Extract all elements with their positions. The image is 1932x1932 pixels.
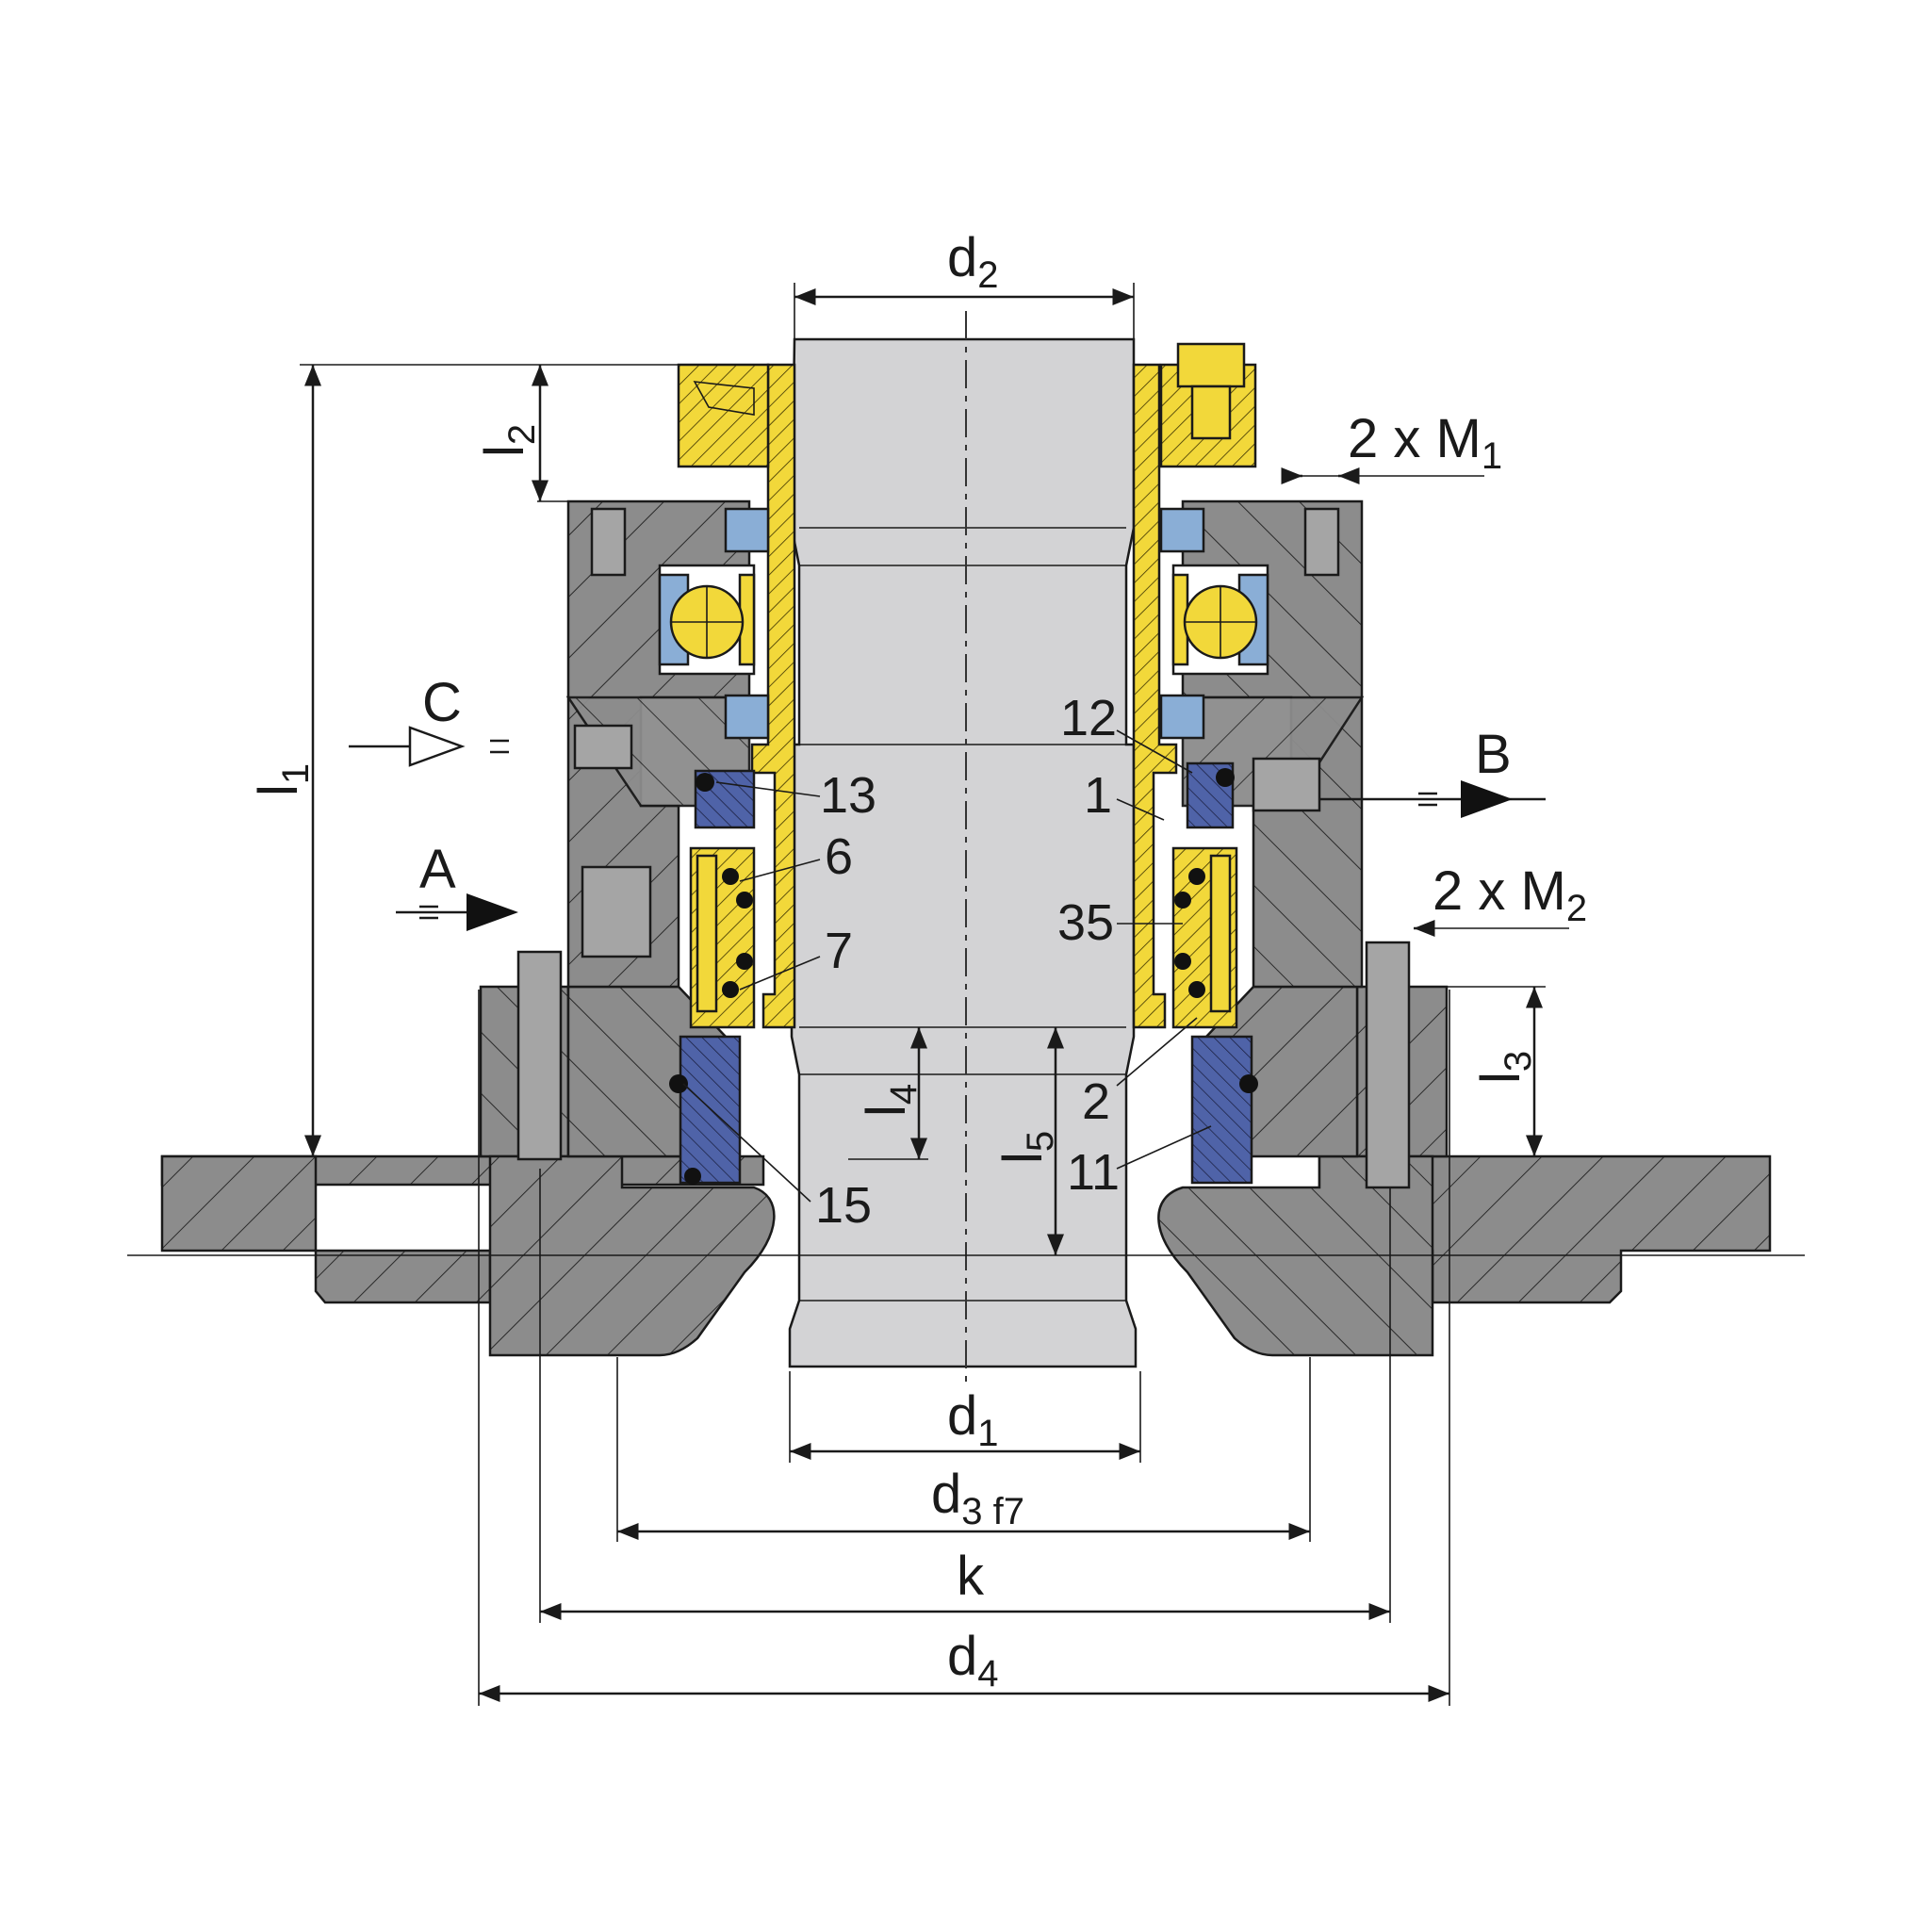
seal-assembly-left	[689, 846, 756, 1029]
part-15: 15	[815, 1177, 872, 1234]
label-m2: 2 x M2	[1433, 860, 1587, 929]
clamp-collar-right	[1159, 342, 1257, 468]
part-2: 2	[1082, 1073, 1110, 1130]
label-d4: d4	[947, 1626, 999, 1695]
stationary-ring-11	[1190, 1035, 1258, 1185]
label-d3: d3 f7	[931, 1464, 1024, 1532]
part-35: 35	[1057, 894, 1114, 951]
dimension-lines	[300, 283, 1569, 1706]
port-c-fitting	[573, 724, 633, 770]
label-port-c: C	[422, 672, 462, 733]
label-d2: d2	[947, 227, 999, 296]
label-m1: 2 x M1	[1348, 408, 1502, 477]
part-13: 13	[820, 767, 876, 824]
port-a-fitting	[581, 865, 652, 958]
label-port-b: B	[1475, 724, 1512, 785]
bolt-m1	[1303, 507, 1340, 577]
port-arrows	[349, 726, 1546, 931]
label-l1: l1	[248, 763, 317, 796]
bearing-left	[658, 507, 770, 740]
part-6: 6	[825, 828, 853, 885]
bolt-left-lower	[516, 950, 563, 1161]
seal-ring-12	[1186, 761, 1235, 829]
bearing-right	[1159, 507, 1269, 740]
label-port-a: A	[419, 839, 456, 900]
clamp-collar-left	[677, 363, 770, 468]
label-l3: l3	[1470, 1051, 1539, 1084]
label-d1: d1	[947, 1385, 999, 1454]
label-k: k	[957, 1546, 985, 1607]
label-l4: l4	[856, 1084, 925, 1117]
seal-assembly-right	[1171, 846, 1238, 1029]
stationary-ring-15	[669, 1035, 742, 1185]
part-11: 11	[1067, 1144, 1120, 1201]
port-b-fitting	[1252, 757, 1321, 812]
part-1: 1	[1084, 767, 1112, 824]
bolt-left-top	[590, 507, 627, 577]
part-7: 7	[825, 923, 853, 979]
part-leaders	[682, 729, 1212, 1203]
label-l5: l5	[992, 1131, 1061, 1164]
label-l2: l2	[474, 424, 543, 457]
seal-ring-13	[694, 769, 756, 829]
dimension-labels: d2 d1 d3 f7 k d4 l1 l2 l3 l4 l5 2 x M1 2…	[248, 227, 1587, 1695]
part-12: 12	[1060, 690, 1117, 746]
part-numbers: 13 6 7 15 12 1 35 2 11	[815, 690, 1120, 1234]
bolt-m2	[1365, 941, 1411, 1189]
